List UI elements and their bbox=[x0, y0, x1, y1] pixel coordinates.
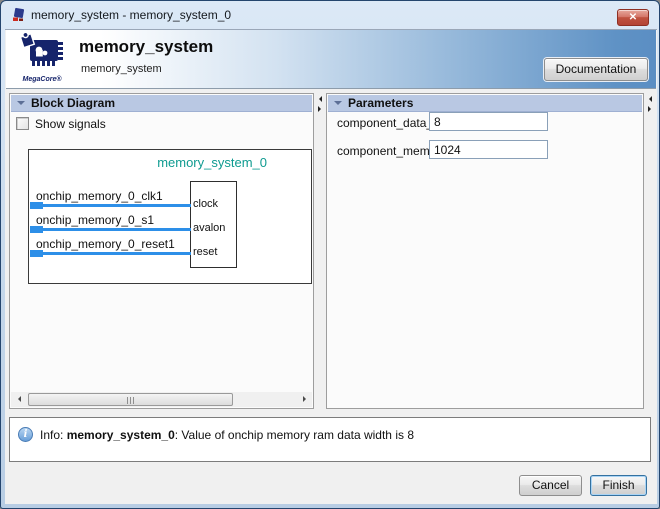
block-diagram-header-label: Block Diagram bbox=[31, 96, 116, 110]
data-width-input[interactable] bbox=[429, 112, 548, 131]
memory-size-input[interactable] bbox=[429, 140, 548, 159]
collapse-triangle-icon bbox=[17, 101, 25, 109]
collapse-right-icon[interactable] bbox=[318, 106, 324, 112]
collapse-left-icon[interactable] bbox=[646, 96, 652, 102]
scroll-right-icon[interactable] bbox=[297, 392, 312, 407]
signal-endpoint bbox=[30, 226, 43, 233]
thumb-grip-icon bbox=[126, 397, 136, 404]
component-title: memory_system bbox=[79, 37, 214, 56]
signal-label: onchip_memory_0_clk1 bbox=[36, 189, 163, 203]
app-icon bbox=[11, 7, 27, 23]
block-diagram-pane: Block Diagram Show signals memory_system… bbox=[9, 93, 314, 409]
signal-label: onchip_memory_0_s1 bbox=[36, 213, 155, 227]
pane-splitter[interactable] bbox=[645, 93, 654, 409]
port-label: clock bbox=[193, 198, 219, 210]
signal-endpoint bbox=[30, 250, 43, 257]
logo-caption: MegaCore® bbox=[22, 76, 62, 83]
parameters-pane: Parameters component_data_width: compone… bbox=[326, 93, 644, 409]
collapse-left-icon[interactable] bbox=[316, 96, 322, 102]
port-label: avalon bbox=[193, 222, 226, 234]
collapse-right-icon[interactable] bbox=[648, 106, 654, 112]
scroll-left-icon[interactable] bbox=[11, 392, 26, 407]
close-button[interactable]: ✕ bbox=[617, 9, 649, 26]
close-icon: ✕ bbox=[628, 12, 638, 23]
collapse-triangle-icon bbox=[334, 101, 342, 109]
finish-button[interactable]: Finish bbox=[590, 475, 647, 496]
megacore-logo-icon: MegaCore® bbox=[15, 31, 69, 85]
signal-wire bbox=[31, 204, 191, 207]
port-label: reset bbox=[193, 246, 218, 258]
block-diagram-header[interactable]: Block Diagram bbox=[11, 95, 312, 112]
info-detail: : Value of onchip memory ram data width … bbox=[174, 428, 414, 442]
info-icon: i bbox=[18, 427, 33, 442]
info-prefix: Info: bbox=[40, 428, 67, 442]
pane-splitter[interactable] bbox=[315, 93, 324, 409]
window-title: memory_system - memory_system_0 bbox=[31, 8, 232, 22]
banner: MegaCore® memory_system memory_system Do… bbox=[6, 30, 656, 89]
component-subtitle: memory_system bbox=[81, 63, 162, 75]
block-diagram-canvas[interactable]: memory_system_0 onchip_memory_0_clk1 clo… bbox=[28, 149, 312, 284]
horizontal-scrollbar[interactable] bbox=[11, 392, 312, 407]
info-source: memory_system_0 bbox=[66, 428, 175, 442]
show-signals-checkbox[interactable] bbox=[16, 117, 29, 130]
documentation-button[interactable]: Documentation bbox=[544, 58, 648, 81]
component-block bbox=[190, 181, 237, 268]
parameters-header[interactable]: Parameters bbox=[328, 95, 642, 112]
parameters-header-label: Parameters bbox=[348, 96, 414, 110]
signal-label: onchip_memory_0_reset1 bbox=[36, 237, 175, 251]
cancel-button[interactable]: Cancel bbox=[519, 475, 582, 496]
signal-endpoint bbox=[30, 202, 43, 209]
message-panel: i Info: memory_system_0: Value of onchip… bbox=[9, 417, 651, 462]
show-signals-label: Show signals bbox=[35, 117, 106, 131]
info-message: Info: memory_system_0: Value of onchip m… bbox=[40, 428, 414, 442]
signal-wire bbox=[31, 228, 191, 231]
signal-wire bbox=[31, 252, 191, 255]
diagram-instance-name: memory_system_0 bbox=[157, 155, 267, 170]
scrollbar-thumb[interactable] bbox=[28, 393, 233, 406]
